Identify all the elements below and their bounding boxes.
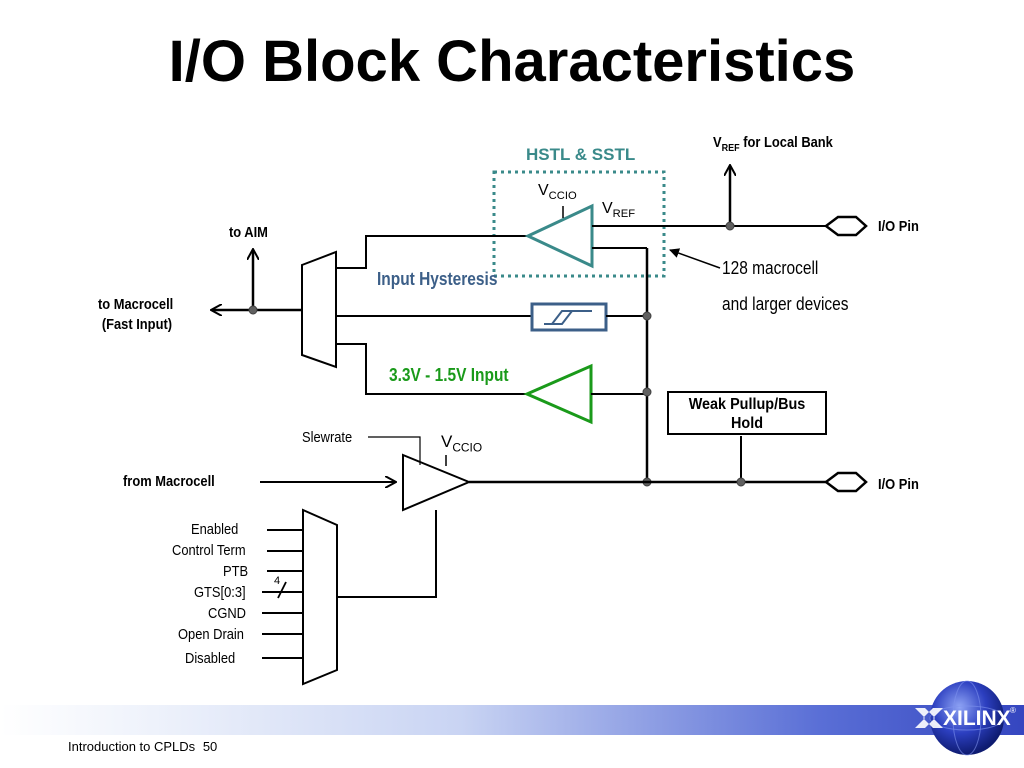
hstl-sstl-label: HSTL & SSTL <box>526 145 636 164</box>
to-macrocell-label: to Macrocell (Fast Input) <box>98 296 174 333</box>
input-buffer-green <box>523 363 593 425</box>
globe-icon <box>930 681 1004 755</box>
node-vref <box>725 221 735 231</box>
input-33-15-label: 3.3V - 1.5V Input <box>389 365 509 385</box>
input-hysteresis-label: Input Hysteresis <box>377 269 498 289</box>
oe-input-enabled: Enabled <box>191 521 239 538</box>
slewrate-label: Slewrate <box>302 429 353 446</box>
footer-title: Introduction to CPLDs <box>68 739 196 754</box>
io-pin-bottom-label: I/O Pin <box>878 476 919 493</box>
vref-local-bank-label: VREF for Local Bank <box>713 134 833 154</box>
io-pin-top-shape <box>823 215 868 237</box>
io-pin-bottom-shape <box>823 471 868 493</box>
vccio-out-label: VCCIO <box>441 432 483 455</box>
footer-text: Introduction to CPLDs 50 <box>68 739 217 754</box>
input-mux <box>301 250 337 369</box>
to-aim-label: to AIM <box>229 224 268 241</box>
macrocell-note: 128 macrocell and larger devices <box>722 258 849 314</box>
hstl-comparator <box>524 203 594 269</box>
io-pin-top-label: I/O Pin <box>878 218 919 235</box>
oe-input-open-drain: Open Drain <box>178 626 244 643</box>
hysteresis-buffer <box>530 302 608 332</box>
page-number: 50 <box>202 739 218 754</box>
oe-mux <box>302 508 338 686</box>
bus-width-label: 4 <box>274 575 281 587</box>
node-input <box>642 387 652 397</box>
slide-title: I/O Block Characteristics <box>168 29 856 94</box>
xilinx-logo: XILINX ® <box>905 680 1024 760</box>
oe-input-control-term: Control Term <box>172 542 246 559</box>
logo-text: XILINX <box>943 707 1011 730</box>
output-buffer <box>402 453 472 512</box>
vccio-top-label: VCCIO <box>538 182 577 203</box>
oe-input-cgnd: CGND <box>208 605 246 622</box>
oe-input-gts: GTS[0:3] <box>194 584 246 601</box>
node-to-aim <box>248 305 258 315</box>
node-pullup <box>736 477 746 487</box>
oe-input-disabled: Disabled <box>185 650 236 667</box>
from-macrocell-label: from Macrocell <box>123 473 215 490</box>
vref-label: VREF <box>602 200 636 221</box>
oe-input-ptb: PTB <box>223 563 249 580</box>
xilinx-x-icon <box>915 708 943 728</box>
node-hysteresis <box>642 311 652 321</box>
weak-pullup-box: Weak Pullup/Bus Hold <box>667 391 827 435</box>
logo-registered: ® <box>1010 706 1016 715</box>
footer-band <box>0 705 1024 735</box>
hstl-sstl-region <box>492 170 666 278</box>
